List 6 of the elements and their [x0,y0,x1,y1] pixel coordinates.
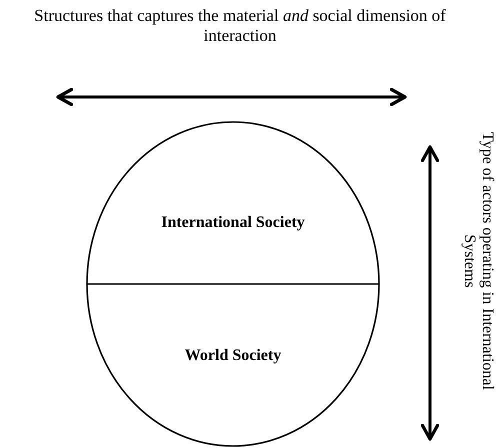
half-circle-region [86,284,380,447]
axis-caption: Type of actors operating in International Systems [460,131,496,391]
axis-caption: Structures that captures the material and social dimension of interaction [34,6,446,46]
region-label: World Society [184,347,282,364]
half-circle-region [86,121,380,284]
region-label: International Society [161,214,305,231]
